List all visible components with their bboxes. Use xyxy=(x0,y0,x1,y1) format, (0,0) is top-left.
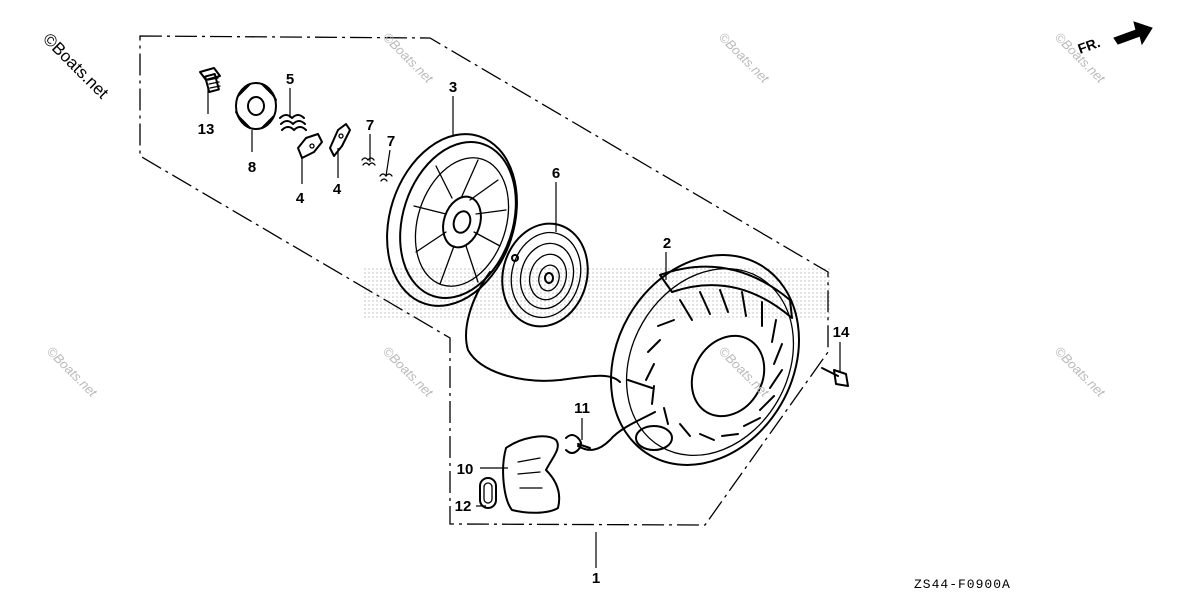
part-10-starter-grip xyxy=(502,435,561,514)
leader-lines xyxy=(207,88,841,568)
callout-4-right[interactable]: 4 xyxy=(333,181,342,198)
callout-14[interactable]: 14 xyxy=(833,324,850,341)
part-5-spring xyxy=(279,114,307,131)
part-12-grip-insert xyxy=(479,477,497,509)
callout-5[interactable]: 5 xyxy=(286,71,294,88)
starter-rope xyxy=(465,271,621,383)
part-4-ratchet-right xyxy=(329,123,351,157)
watermark-repeat: ©Boats.net xyxy=(1052,344,1109,401)
callout-11[interactable]: 11 xyxy=(574,400,590,417)
part-4-ratchet-left xyxy=(297,133,323,159)
callout-4-left[interactable]: 4 xyxy=(296,190,305,207)
callout-1[interactable]: 1 xyxy=(592,570,600,587)
watermark-repeat: ©Boats.net xyxy=(1052,30,1109,87)
site-watermarks: ©Boats.net ©Boats.net ©Boats.net ©Boats.… xyxy=(39,29,1109,400)
direction-label: FR. xyxy=(1076,34,1103,57)
part-2-starter-case xyxy=(610,254,800,466)
watermark-repeat: ©Boats.net xyxy=(44,344,101,401)
watermark-repeat: ©Boats.net xyxy=(716,30,773,87)
part-6-recoil-spring xyxy=(501,222,589,328)
callout-7-right[interactable]: 7 xyxy=(387,133,395,150)
arrow-right-icon xyxy=(1113,21,1153,46)
callout-8[interactable]: 8 xyxy=(248,159,256,176)
callout-3[interactable]: 3 xyxy=(449,79,457,96)
part-11-rope-clip xyxy=(565,434,591,454)
part-8-ratchet-guide xyxy=(235,82,277,130)
callout-6[interactable]: 6 xyxy=(552,165,560,182)
watermark-main: ©Boats.net xyxy=(39,29,112,102)
callout-2[interactable]: 2 xyxy=(663,235,671,252)
part-3-reel xyxy=(386,133,518,307)
part-13-bolt xyxy=(199,67,221,94)
part-14-flange-bolt xyxy=(821,367,849,387)
diagram-code: ZS44-F0900A xyxy=(914,577,1011,592)
callouts: 13 8 5 4 4 7 7 3 6 2 14 11 10 12 1 xyxy=(198,71,850,587)
callout-7-left[interactable]: 7 xyxy=(366,117,374,134)
callout-10[interactable]: 10 xyxy=(457,461,474,478)
watermark-repeat: ©Boats.net xyxy=(380,344,437,401)
front-direction-indicator: FR. xyxy=(1076,21,1153,57)
assembly-boundary xyxy=(139,35,829,526)
callout-12[interactable]: 12 xyxy=(455,498,472,515)
starter-rope-handle-section xyxy=(577,411,656,451)
callout-13[interactable]: 13 xyxy=(198,121,215,138)
